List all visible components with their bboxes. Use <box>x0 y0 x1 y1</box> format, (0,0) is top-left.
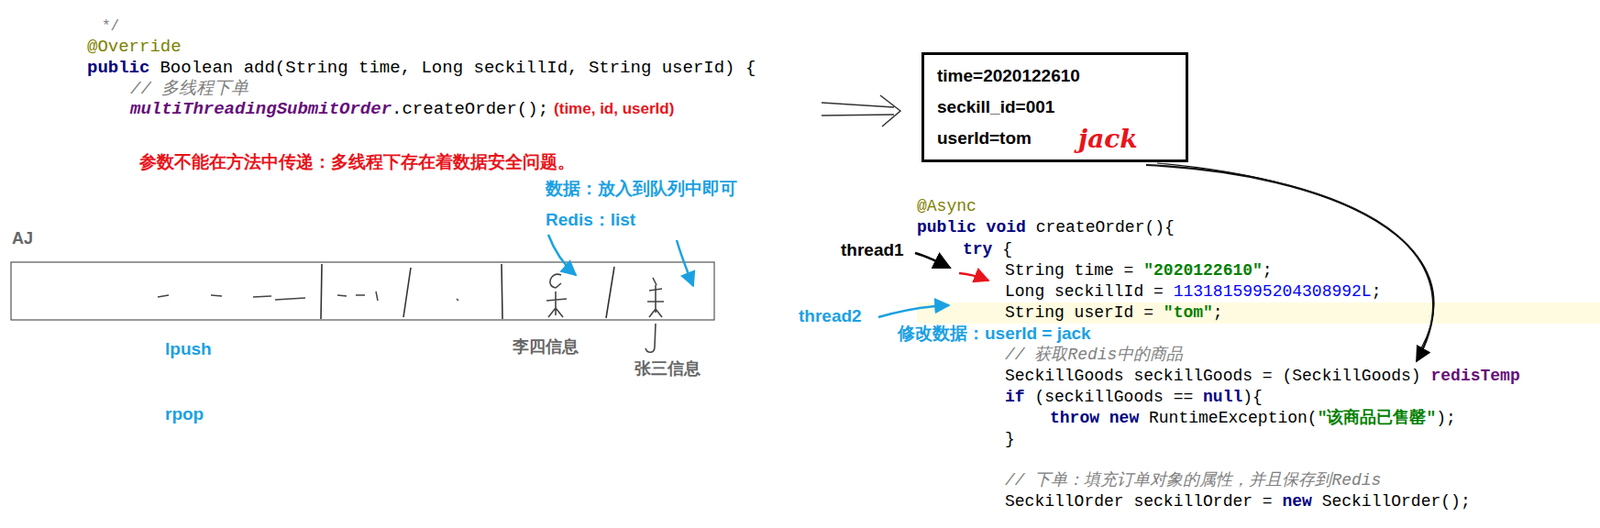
thread-arrow <box>959 273 989 281</box>
variable-box: time=2020122610seckill_id=001userId=tom <box>921 52 1189 163</box>
note: 参数不能在方法中传递：多线程下存在着数据安全问题。 <box>139 152 575 173</box>
code-line: Long seckillId = <box>1004 282 1164 302</box>
code-annotation: @Override <box>87 37 182 58</box>
code-keyword: try <box>962 240 993 260</box>
note: Redis：list <box>545 209 636 231</box>
queue-box <box>11 262 715 320</box>
watermark: AJ <box>11 229 34 249</box>
code-comment: // 获取Redis中的商品 <box>1004 345 1183 365</box>
code-line: */ <box>101 18 120 35</box>
code-line: .createOrder(); <box>391 99 549 121</box>
code-string: "2020122610" <box>1143 261 1263 281</box>
code-line: { <box>1002 240 1013 260</box>
queue-item-mark <box>157 291 459 301</box>
code-line: SeckillOrder(); <box>1322 492 1471 512</box>
code-keyword: null <box>1202 387 1243 408</box>
code-string: "该商品已售罄" <box>1317 408 1437 429</box>
code-line: RuntimeException( <box>1148 408 1318 429</box>
code-line: ); <box>1435 408 1457 429</box>
note: (time, id, userId) <box>553 99 674 119</box>
item-label: 张三信息 <box>634 359 701 379</box>
note: 数据：放入到队列中即可 <box>545 178 738 199</box>
blue-arrow <box>676 240 694 287</box>
code-annotation: @Async <box>916 197 977 217</box>
blue-arrow <box>548 234 576 276</box>
code-keyword: new <box>1281 492 1312 512</box>
operation-label: lpush <box>165 339 212 360</box>
code-line: (seckillGoods == <box>1034 387 1193 408</box>
code-keyword: public <box>87 58 150 79</box>
code-comment: // 多线程下单 <box>130 79 249 100</box>
variable-text: time=2020122610 <box>937 60 1173 92</box>
flow-arrow <box>821 95 901 127</box>
code-number: 1131815995204308992L <box>1173 282 1372 302</box>
thread-arrow <box>878 305 949 318</box>
variable-text: seckill_id=001 <box>937 91 1173 123</box>
code-line: String userId = <box>1004 303 1154 323</box>
thread-label: thread2 <box>798 306 862 327</box>
code-keyword: throw new <box>1049 408 1139 429</box>
code-line: ; <box>1262 261 1273 281</box>
note: 修改数据：userId = jack <box>897 323 1092 344</box>
queue-divider <box>320 264 615 320</box>
code-line: String time = <box>1004 261 1134 281</box>
code-string: "tom" <box>1163 303 1214 323</box>
code-field: multiThreadingSubmitOrder <box>130 99 392 121</box>
code-line: ; <box>1213 303 1224 323</box>
code-line: createOrder(){ <box>1036 218 1175 238</box>
code-line: } <box>1004 430 1016 450</box>
code-keyword: public void <box>916 218 1027 238</box>
handwritten-note: jack <box>1078 124 1138 155</box>
code-keyword: if <box>1004 387 1026 408</box>
flow-arrow <box>1157 163 1435 349</box>
leader-line <box>645 323 656 353</box>
thread-arrow <box>915 253 950 268</box>
item-label: 李四信息 <box>512 337 579 357</box>
operation-label: rpop <box>165 404 204 425</box>
code-field: redisTemp <box>1430 366 1520 387</box>
line-highlight <box>916 302 1600 324</box>
code-comment: // 下单：填充订单对象的属性，并且保存到Redis <box>1004 471 1381 491</box>
code-line: SeckillOrder seckillOrder = <box>1004 492 1273 512</box>
thread-label: thread1 <box>840 240 905 261</box>
person-sketch <box>546 274 567 318</box>
code-line: ){ <box>1242 387 1263 408</box>
code-line: SeckillGoods seckillGoods = (SeckillGood… <box>1004 366 1422 387</box>
person-sketch <box>647 277 664 318</box>
code-line: Boolean add(String time, Long seckillId,… <box>159 58 756 79</box>
code-line: ; <box>1371 282 1382 302</box>
